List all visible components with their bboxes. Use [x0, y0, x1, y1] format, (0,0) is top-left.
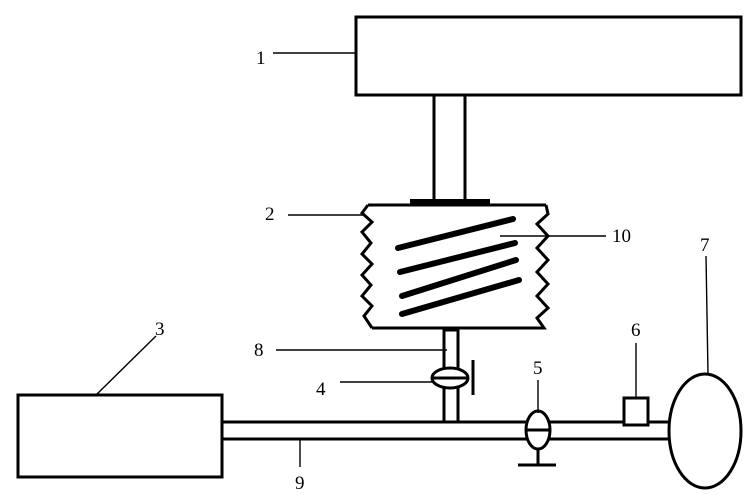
component-2-bellows — [359, 203, 551, 330]
label-4: 4 — [316, 379, 326, 400]
label-6: 6 — [631, 320, 641, 341]
pipe-9-horizontal — [220, 420, 672, 441]
component-10-spring — [395, 216, 522, 317]
label-7: 7 — [700, 235, 710, 256]
leader-7 — [705, 255, 709, 375]
valve-4 — [430, 360, 475, 395]
leader-3 — [94, 335, 157, 397]
component-7-ellipse — [667, 372, 743, 490]
label-1: 1 — [256, 48, 266, 69]
component-1-box — [354, 15, 743, 97]
label-5: 5 — [533, 358, 543, 379]
valve-5 — [518, 409, 556, 467]
label-2: 2 — [265, 204, 275, 225]
label-8: 8 — [254, 340, 264, 361]
label-10: 10 — [612, 226, 631, 247]
component-6-sensor — [622, 396, 650, 427]
label-9: 9 — [295, 473, 305, 494]
component-3-box — [16, 393, 224, 479]
shaft-base-plate — [410, 199, 490, 206]
label-3: 3 — [155, 319, 165, 340]
